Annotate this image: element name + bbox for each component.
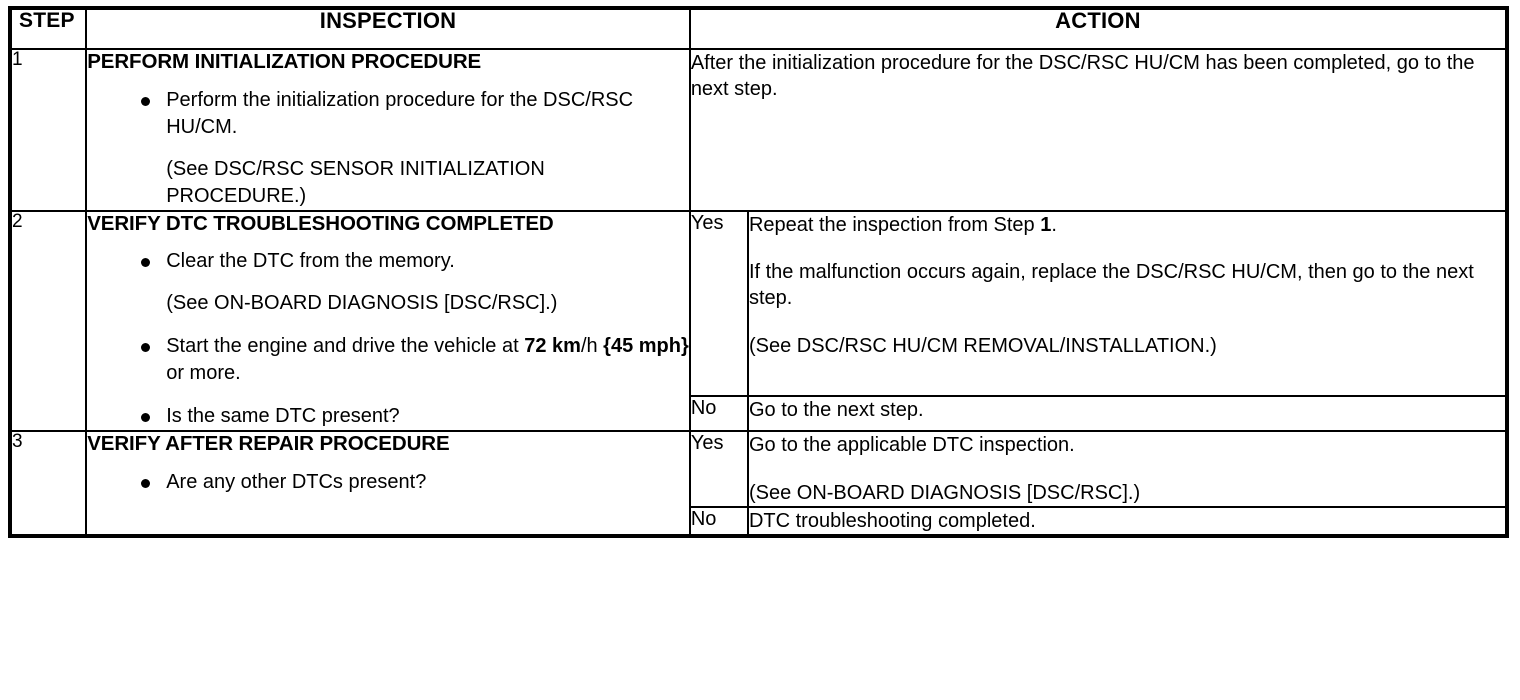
step-number: 3 [8,430,88,538]
speed-kmh-value: 72 km [524,335,581,358]
list-item: Perform the initialization procedure for… [87,87,689,141]
action-cell: Go to the next step. [746,394,1509,433]
column-header-action: ACTION [688,7,1509,50]
action-paragraph: If the malfunction occurs again, replace… [748,260,1474,310]
inspection-title: VERIFY AFTER REPAIR PROCEDURE [87,432,450,456]
table-row: No DTC troubleshooting completed. [10,505,1509,538]
inspection-bullet-list-2: Start the engine and drive the vehicle a… [87,333,689,430]
action-paragraph: After the initialization procedure for t… [690,52,1475,101]
action-cell: DTC troubleshooting completed. [746,505,1509,538]
table-row: 2 VERIFY DTC TROUBLESHOOTING COMPLETED C… [8,209,1509,433]
action-paragraph: Go to the applicable DTC inspection. [748,434,1075,457]
table-row: 3 VERIFY AFTER REPAIR PROCEDURE Are any … [8,430,1509,538]
action-paragraph: DTC troubleshooting completed. [748,509,1036,532]
inspection-bullet-list: Are any other DTCs present? [87,469,689,496]
inspection-reference-note: (See ON-BOARD DIAGNOSIS [DSC/RSC].) [166,292,558,315]
list-item: Is the same DTC present? [87,403,689,430]
speed-lead-text: Start the engine and drive the vehicle a… [166,335,525,358]
answer-label-yes: Yes [688,209,749,397]
action-reference-note: (See ON-BOARD DIAGNOSIS [DSC/RSC].) [748,481,1141,504]
inspection-title: PERFORM INITIALIZATION PROCEDURE [87,50,482,73]
step-number: 1 [8,48,88,212]
list-item: Are any other DTCs present? [87,469,689,496]
action-paragraph: Go to the next step. [748,398,924,421]
inspection-reference-note: (See DSC/RSC SENSOR INITIALIZATION PROCE… [166,157,545,207]
answer-label-no: No [688,394,749,433]
column-header-inspection: INSPECTION [85,7,691,50]
action-paragraph: Repeat the inspection from Step 1. [749,212,1505,238]
repeat-step-lead: Repeat the inspection from Step [748,213,1041,236]
action-cell: Repeat the inspection from Step 1. If th… [746,209,1509,397]
list-item: Start the engine and drive the vehicle a… [87,333,689,387]
inspection-cell: PERFORM INITIALIZATION PROCEDURE Perform… [85,48,691,212]
answer-label-yes: Yes [688,430,749,508]
speed-mph-value: {45 mph} [597,335,689,358]
repeat-step-tail: . [1051,213,1057,236]
action-reference-note: (See DSC/RSC HU/CM REMOVAL/INSTALLATION.… [748,334,1217,357]
table-row: No Go to the next step. [10,394,1509,433]
speed-kmh-suffix: /h [580,335,598,358]
inspection-bullet-list: Clear the DTC from the memory. [87,248,689,275]
speed-tail-text: or more. [166,362,241,385]
repeat-step-number: 1 [1040,213,1052,236]
dtc-troubleshooting-table: STEP INSPECTION ACTION 1 PERFORM INITIAL… [8,6,1509,539]
inspection-bullet-list: Perform the initialization procedure for… [87,87,689,141]
step-number: 2 [8,209,88,433]
inspection-title: VERIFY DTC TROUBLESHOOTING COMPLETED [87,211,554,235]
inspection-cell: VERIFY DTC TROUBLESHOOTING COMPLETED Cle… [85,209,691,433]
action-cell: Go to the applicable DTC inspection. (Se… [746,430,1509,508]
table-header-row: STEP INSPECTION ACTION [8,7,1509,50]
table-row: 1 PERFORM INITIALIZATION PROCEDURE Perfo… [8,48,1509,212]
list-item: Clear the DTC from the memory. [87,248,689,275]
column-header-step: STEP [8,7,88,50]
inspection-cell: VERIFY AFTER REPAIR PROCEDURE Are any ot… [85,430,691,538]
answer-label-no: No [688,505,749,538]
action-cell: After the initialization procedure for t… [688,48,1509,212]
